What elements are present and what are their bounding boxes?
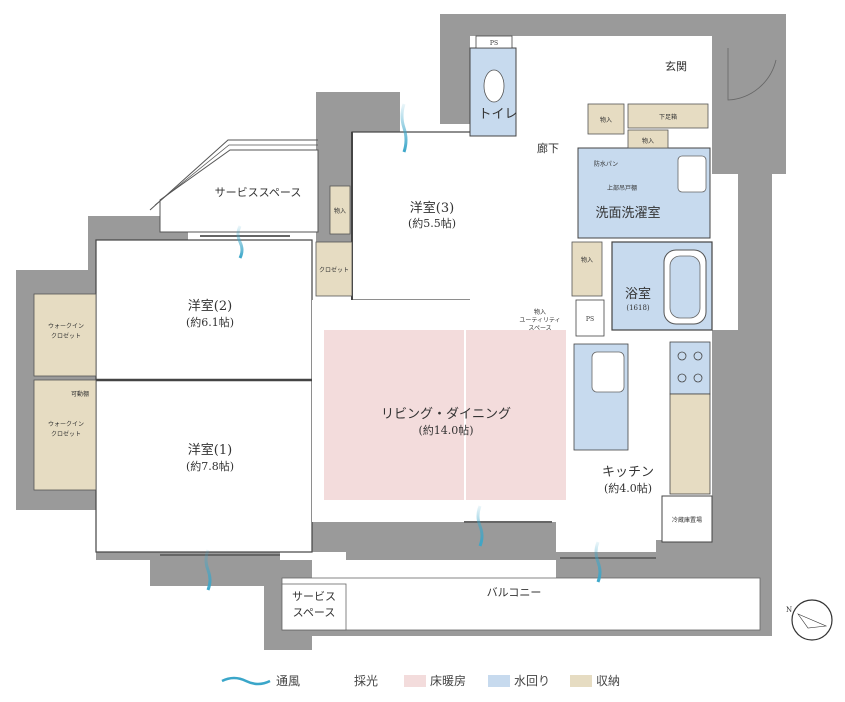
room-entrance-name: 玄関 (665, 59, 687, 73)
room-western1-size: (約7.8帖) (186, 459, 234, 473)
legend-floor-heating-label: 床暖房 (430, 673, 466, 688)
room-service-space-bottom-1: サービス (292, 590, 336, 603)
room-western2-size: (約6.1帖) (186, 315, 234, 329)
walkin1-label-1: ウォークイン (48, 322, 84, 330)
living-floor-heating (324, 330, 464, 500)
room-hallway-name: 廊下 (537, 141, 559, 155)
room-kitchen-size: (約4.0帖) (604, 481, 652, 495)
room-kitchen-name: キッチン (602, 465, 654, 480)
shoe-box-label: 下足箱 (659, 113, 677, 121)
ps-bath-label: PS (586, 316, 594, 323)
legend-ventilation-swatch (221, 676, 271, 686)
waterproof-pan-label: 防水パン (594, 160, 618, 168)
storage-utility (571, 241, 603, 297)
closet-west3 (315, 241, 353, 297)
walkin2-label-2: クロゼット (51, 430, 81, 438)
airflow-markers (204, 103, 615, 591)
utility-label-2: ユーティリティ (519, 317, 560, 324)
legend-floor-heating-swatch (404, 675, 426, 687)
storage-hall (587, 103, 625, 135)
legend-storage-swatch (570, 675, 592, 687)
storage-utility-label: 物入 (581, 256, 593, 264)
legend-storage-label: 収納 (596, 674, 620, 688)
room-living-name: リビング・ダイニング (381, 407, 511, 422)
legend-daylight-label: 採光 (354, 674, 378, 688)
room-bath-name: 浴室 (625, 286, 651, 302)
walkin-closet-2 (33, 379, 97, 491)
storage-hall-label: 物入 (600, 116, 612, 124)
room-service-space-bottom-2: スペース (293, 606, 336, 619)
room-balcony-name: バルコニー (487, 586, 542, 599)
walkin2-label-1: ウォークイン (48, 420, 84, 428)
utility-label-1: 物入 (534, 308, 546, 316)
legend-water-label: 水回り (514, 674, 550, 688)
storage-west3-label: 物入 (334, 207, 346, 215)
storage-wash (627, 129, 669, 149)
room-western3-name: 洋室(3) (410, 200, 454, 216)
legend-water-swatch (488, 675, 510, 687)
walkin1-label-2: クロゼット (51, 332, 81, 340)
room-western3-size: (約5.5帖) (408, 216, 456, 230)
room-floors (33, 35, 777, 631)
room-living-size: (約14.0帖) (418, 423, 473, 437)
ps-top-label: PS (490, 40, 498, 47)
movable-shelf-label: 可動棚 (71, 390, 89, 398)
room-western1-name: 洋室(1) (188, 442, 232, 458)
upper-cabinet-label: 上部吊戸棚 (607, 184, 637, 192)
fridge-label: 冷蔵庫置場 (672, 516, 702, 524)
legend: 通風 採光 床暖房 水回り 収納 (221, 673, 620, 688)
storage-wash-label: 物入 (642, 137, 654, 145)
room-western2-name: 洋室(2) (188, 298, 232, 314)
room-toilet-name: トイレ (478, 107, 517, 122)
legend-ventilation-label: 通風 (276, 674, 300, 688)
stove-area (669, 341, 711, 395)
room-labels: 洋室(3) (約5.5帖) 洋室(2) (約6.1帖) 洋室(1) (約7.8帖… (186, 59, 687, 619)
storage-west3 (329, 185, 351, 235)
walkin-closet-1 (33, 293, 97, 377)
compass-north-label: N (786, 606, 792, 614)
utility-label-3: スペース (528, 325, 551, 332)
compass: N (786, 599, 833, 641)
fixture-labels: PS PS 物入 クロゼット 物入 物入 物入 下足箱 防水パン 上部吊戸棚 冷… (48, 40, 702, 524)
room-bath-size: (1618) (626, 304, 650, 312)
room-service-space-top: サービススペース (215, 186, 302, 199)
room-washroom-name: 洗面洗濯室 (595, 205, 660, 221)
balcony (281, 577, 761, 631)
closet-west3-label: クロゼット (319, 266, 349, 274)
shoe-box (627, 103, 709, 129)
